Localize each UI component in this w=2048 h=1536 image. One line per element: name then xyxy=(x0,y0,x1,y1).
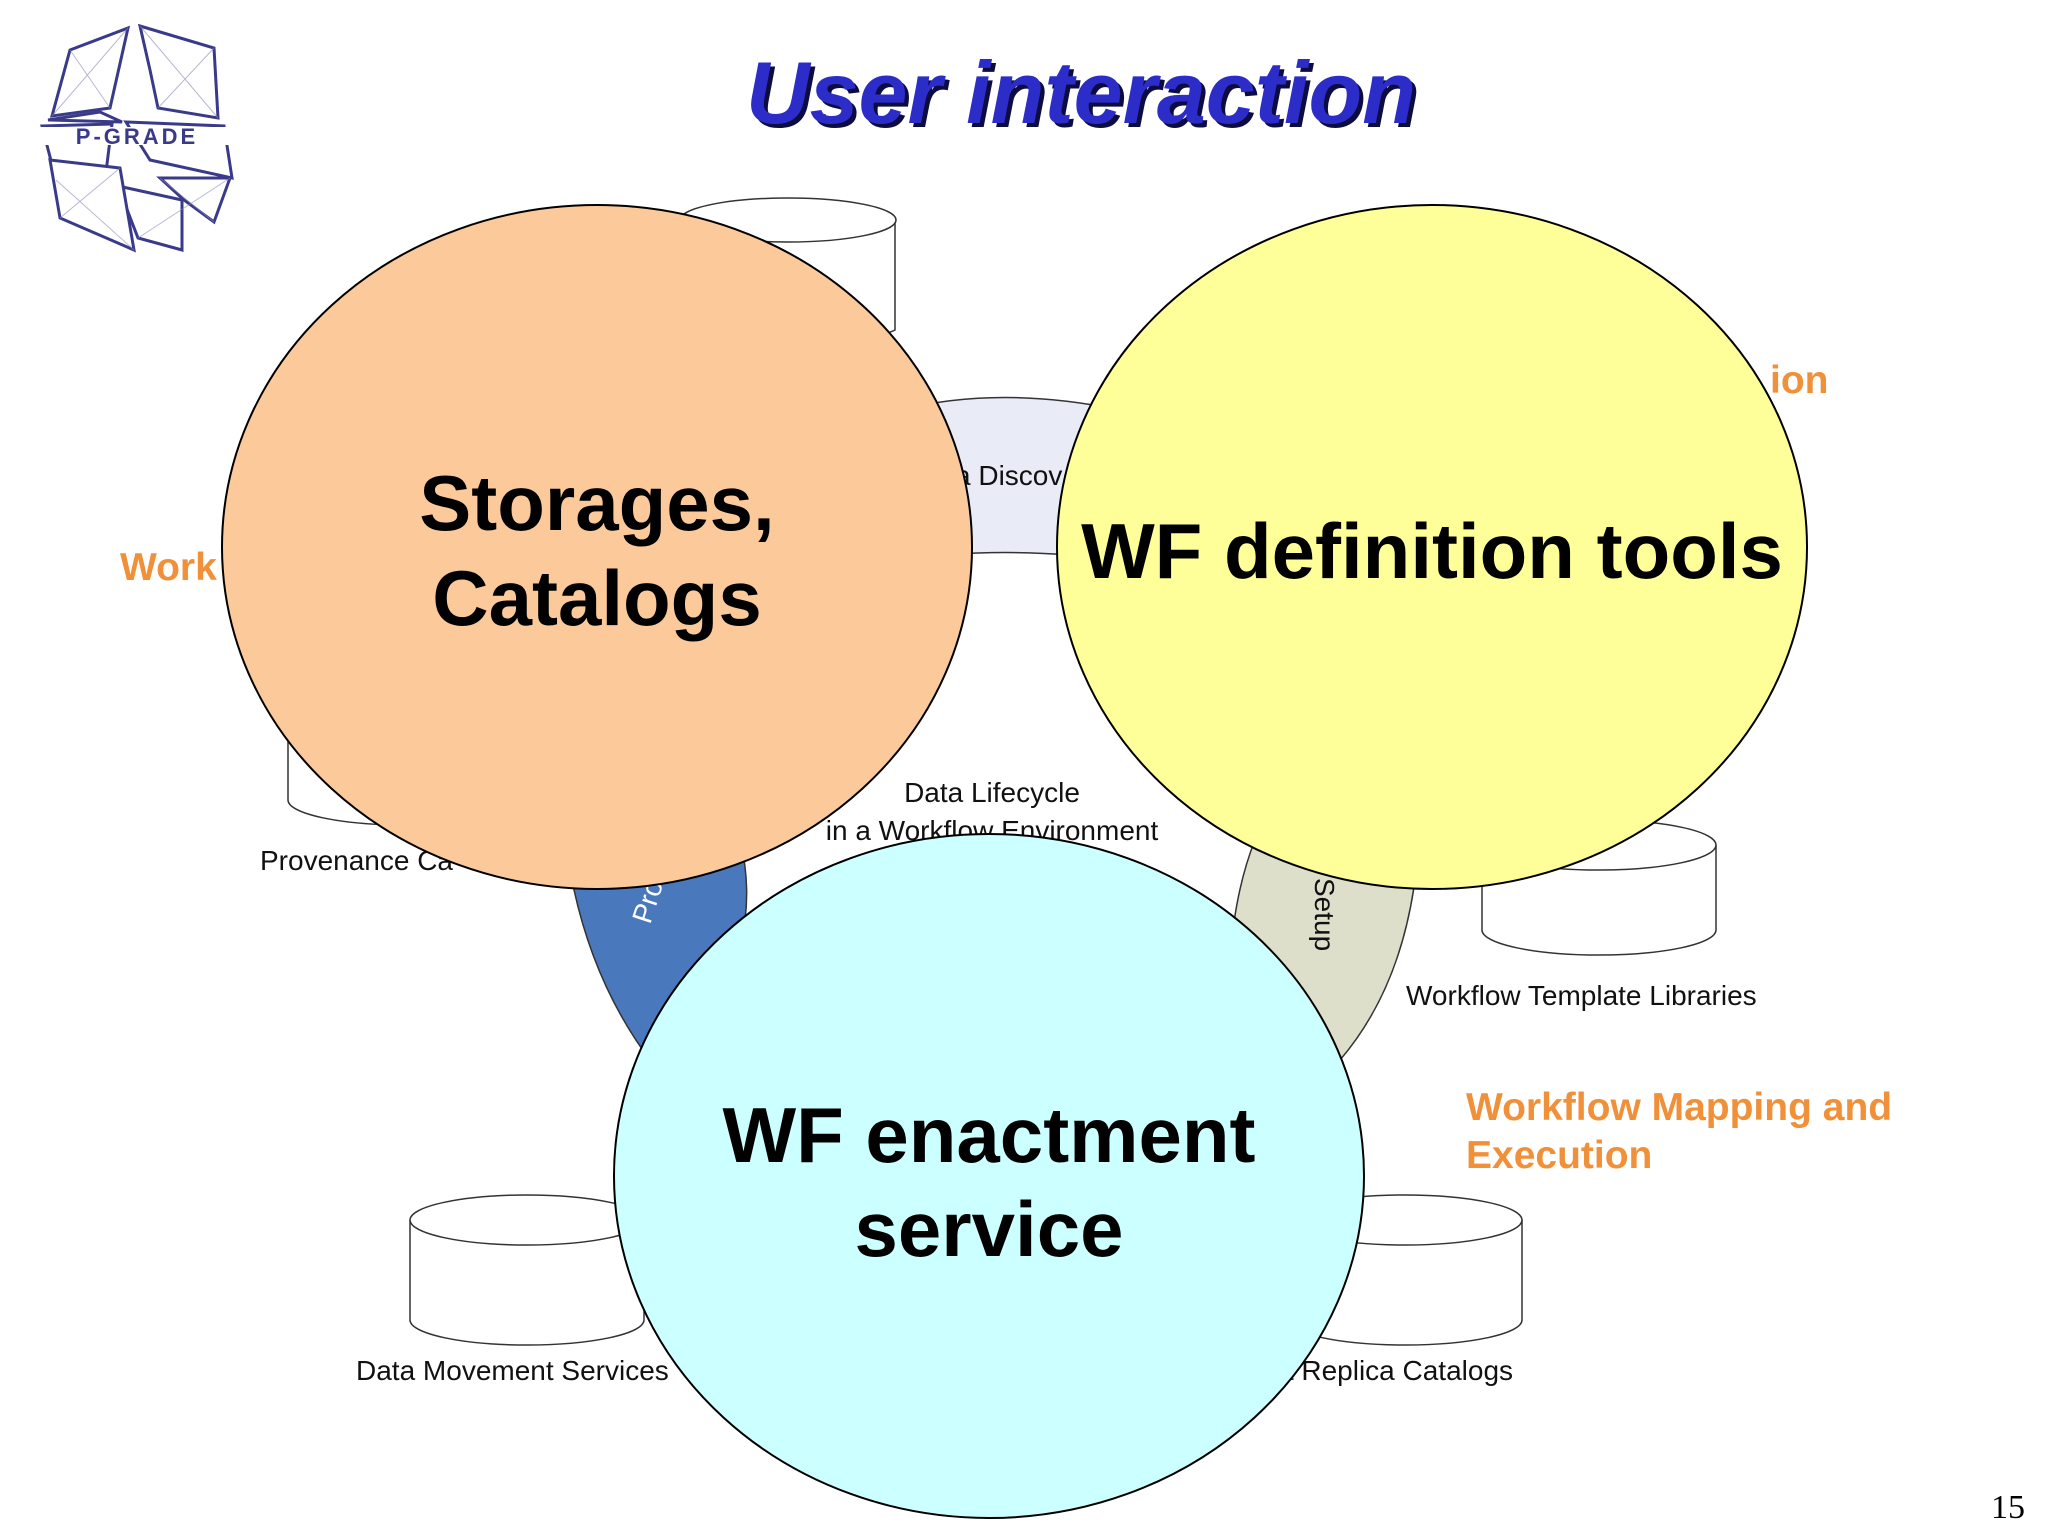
mapping-label-line2: Execution xyxy=(1466,1134,1652,1177)
cylinder-data-movement-lid xyxy=(409,1194,645,1246)
orange-label-left: Work xyxy=(120,546,217,589)
wf-enactment-label-line1: WF enactment xyxy=(722,1091,1255,1179)
storages-label-line2: Catalogs xyxy=(432,554,761,642)
page-number: 15 xyxy=(1991,1489,2025,1526)
circle-wf-enactment-service: WF enactment service xyxy=(613,833,1365,1519)
wf-definition-label: WF definition tools xyxy=(1081,507,1783,595)
cylinder-data-movement xyxy=(409,1220,645,1346)
data-movement-label: Data Movement Services xyxy=(356,1355,669,1386)
arc-right-label: Setup xyxy=(1309,878,1340,951)
p-grade-logo: P-GRADE xyxy=(34,23,240,253)
arc-top-label: a Discov xyxy=(955,460,1062,491)
orange-label-top-right: ion xyxy=(1770,359,1828,402)
arc-right-setup xyxy=(1229,839,1416,1062)
circle-wf-definition-tools: WF definition tools xyxy=(1056,204,1808,890)
center-label-line1: Data Lifecycle xyxy=(904,777,1080,808)
storages-label-line1: Storages, xyxy=(419,459,774,547)
template-libraries-label: Workflow Template Libraries xyxy=(1406,980,1757,1011)
wf-enactment-label-line2: service xyxy=(855,1185,1124,1273)
slide-title: User interaction xyxy=(746,43,1416,142)
mapping-label-line1: Workflow Mapping and xyxy=(1466,1086,1892,1129)
replica-label: a Replica Catalogs xyxy=(1278,1355,1513,1386)
logo-text: P-GRADE xyxy=(76,124,198,149)
circle-storages-catalogs: Storages, Catalogs xyxy=(221,204,973,890)
title-shadow: User interaction xyxy=(750,47,1420,146)
